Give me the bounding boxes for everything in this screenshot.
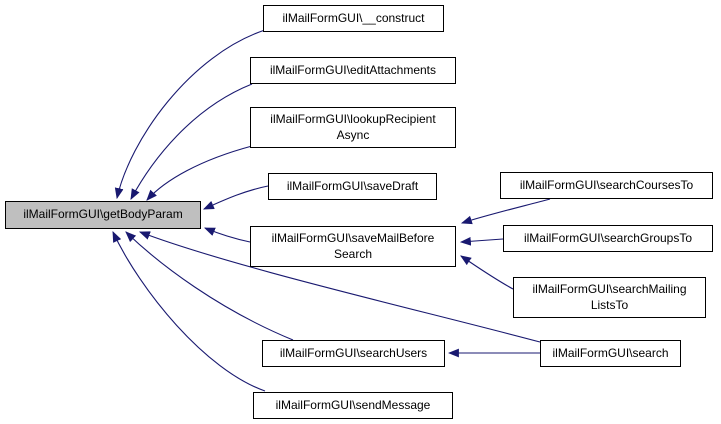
node-label: ilMailFormGUI\editAttachments [269,62,437,77]
node-saveMailBeforeSearch[interactable]: ilMailFormGUI\saveMailBefore Search [250,226,456,267]
node-searchGroupsTo[interactable]: ilMailFormGUI\searchGroupsTo [503,225,713,252]
node-searchMailingListsTo[interactable]: ilMailFormGUI\searchMailing ListsTo [513,277,706,318]
node-label: ilMailFormGUI\searchGroupsTo [523,230,693,245]
node-lookupRecipientAsync[interactable]: ilMailFormGUI\lookupRecipient Async [250,107,456,148]
node-label: ilMailFormGUI\__construct [282,10,425,25]
node-searchUsers[interactable]: ilMailFormGUI\searchUsers [262,340,445,367]
edge-lookupRecipientAsync-to-getBodyParam [146,145,253,201]
node-search[interactable]: ilMailFormGUI\search [540,340,681,367]
edge-searchMailingListsTo-to-saveMailBeforeSearch [460,255,514,290]
edge-construct-to-getBodyParam [114,29,266,200]
node-editAttachments[interactable]: ilMailFormGUI\editAttachments [250,57,456,84]
node-label: ilMailFormGUI\saveDraft [286,178,419,193]
edge-saveDraft-to-getBodyParam [202,185,269,210]
edge-saveMailBeforeSearch-to-getBodyParam [203,227,251,243]
node-searchCoursesTo[interactable]: ilMailFormGUI\searchCoursesTo [500,172,713,199]
node-label: ilMailFormGUI\searchCoursesTo [519,177,694,192]
node-label: ilMailFormGUI\searchUsers [279,345,428,360]
node-label: ilMailFormGUI\lookupRecipient Async [270,111,436,142]
node-sendMessage[interactable]: ilMailFormGUI\sendMessage [253,392,453,419]
edge-searchGroupsTo-to-saveMailBeforeSearch [459,236,504,246]
node-label: ilMailFormGUI\getBodyParam [23,207,183,222]
edge-searchUsers-to-getBodyParam [125,231,294,341]
node-label: ilMailFormGUI\search [552,345,669,360]
edge-editAttachments-to-getBodyParam [130,83,253,200]
edge-search-to-getBodyParam [138,231,541,343]
edge-sendMessage-to-getBodyParam [112,231,266,392]
node-label: ilMailFormGUI\searchMailing ListsTo [532,281,687,312]
node-label: ilMailFormGUI\sendMessage [275,397,431,412]
node-construct[interactable]: ilMailFormGUI\__construct [263,5,444,32]
node-saveDraft[interactable]: ilMailFormGUI\saveDraft [268,173,437,200]
node-label: ilMailFormGUI\saveMailBefore Search [271,230,435,261]
edge-searchCoursesTo-to-saveMailBeforeSearch [460,198,551,225]
node-getBodyParam: ilMailFormGUI\getBodyParam [5,201,201,229]
